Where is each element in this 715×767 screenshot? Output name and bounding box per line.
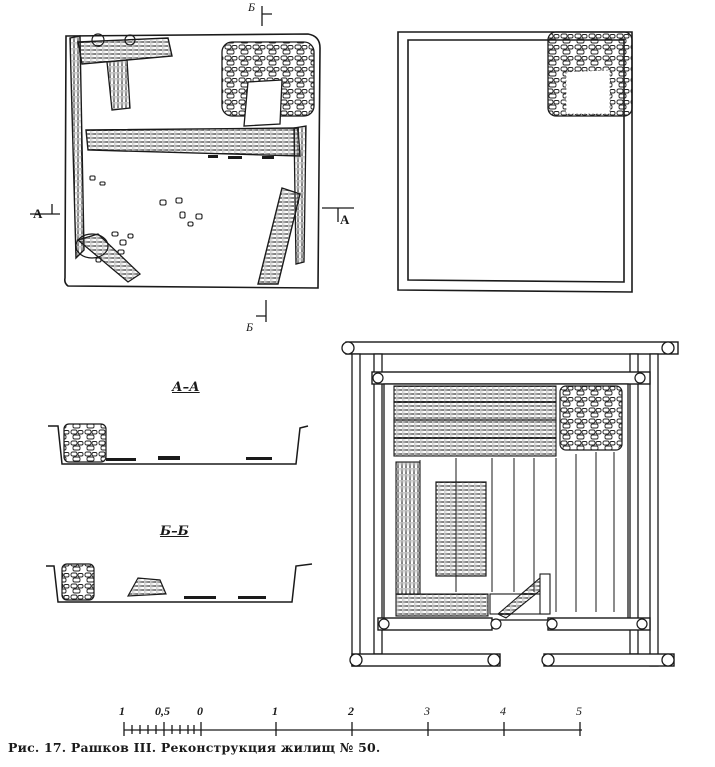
section-b-marker-top: Б xyxy=(248,0,256,14)
scale-tick-label: 5 xyxy=(576,704,582,718)
scale-tick-label: 3 xyxy=(424,704,430,718)
section-bb-title: Б–Б xyxy=(160,524,189,539)
reconstruction-drawing xyxy=(341,341,679,667)
section-aa-title: А–А xyxy=(172,380,200,395)
section-aa-profile xyxy=(48,423,309,465)
section-a-marker-right: А xyxy=(340,212,350,227)
figure-caption: Рис. 17. Рашков III. Реконструкция жилищ… xyxy=(8,740,381,755)
scale-tick-label: 2 xyxy=(348,704,354,718)
scale-tick-label: 0 xyxy=(197,704,203,718)
scale-tick-label: 4 xyxy=(500,704,506,718)
reconstruction-plan-outline xyxy=(397,31,633,293)
scale-tick-label: 1 xyxy=(119,704,125,718)
excavation-plan xyxy=(30,6,354,322)
scale-tick-label: 0,5 xyxy=(155,704,170,718)
section-bb-profile xyxy=(46,563,313,603)
section-b-marker-bottom: Б xyxy=(246,320,254,334)
scale-bar xyxy=(123,722,582,736)
scale-tick-label: 1 xyxy=(272,704,278,718)
section-a-marker-left: А xyxy=(33,206,43,221)
